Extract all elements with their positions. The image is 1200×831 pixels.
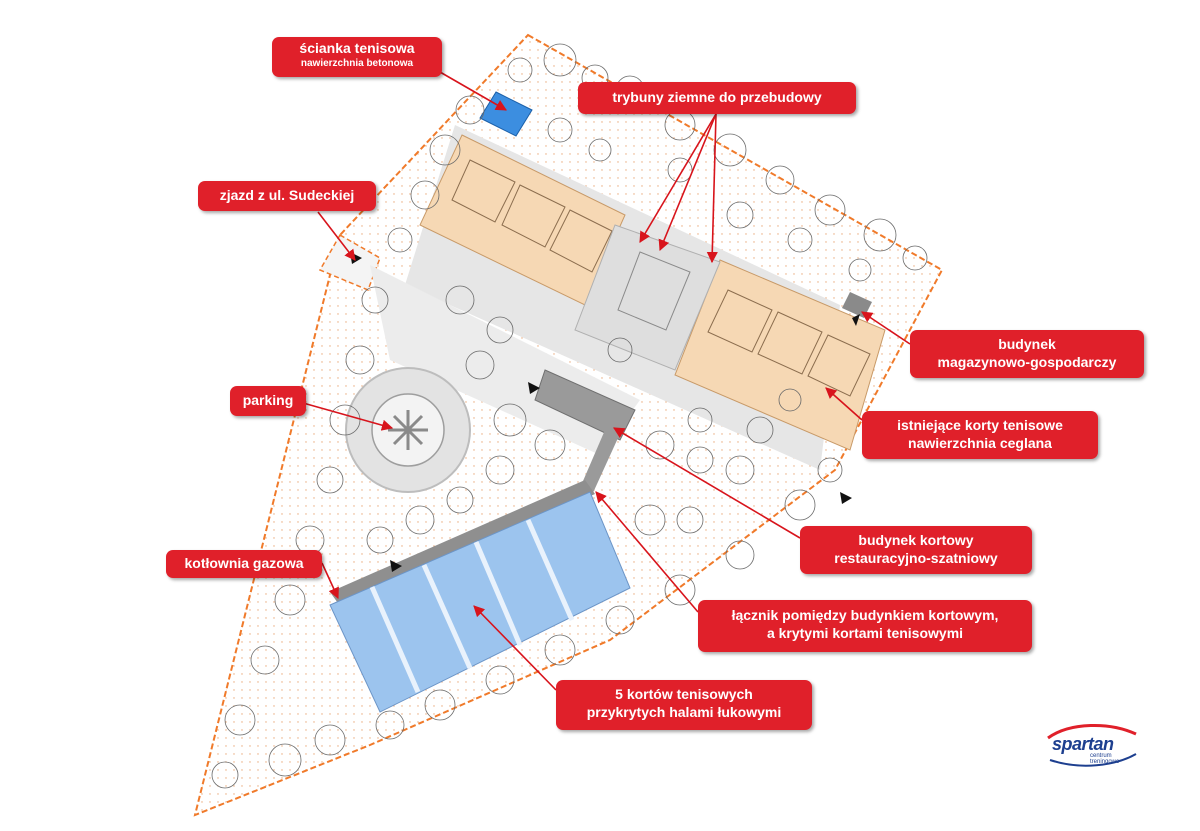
label-access-road: zjazd z ul. Sudeckiej [198,181,376,211]
clay-court-lines-east [707,289,871,397]
label-connector-line2: a krytymi kortami tenisowymi [766,624,964,641]
label-storage-building: budynek magazynowo-gospodarczy [910,330,1144,378]
entrance-marker-south [390,560,402,572]
label-covered-courts: 5 kortów tenisowych przykrytych halami ł… [556,680,812,730]
label-earth-stands-text: trybuny ziemne do przebudowy [612,89,822,105]
label-court-building-line1: budynek kortowy [858,532,974,548]
covered-court-separators [369,518,575,694]
label-boiler-room-text: kotłownia gazowa [184,555,304,571]
label-existing-courts-line1: istniejące korty tenisowe [897,417,1063,433]
label-existing-courts-line2: nawierzchnia ceglana [908,434,1052,451]
clay-court-lines-north [451,159,613,273]
label-parking-text: parking [242,392,294,408]
label-tennis-wall-surface: nawierzchnia betonowa [300,57,414,69]
label-connector: łącznik pomiędzy budynkiem kortowym, a k… [698,600,1032,652]
label-covered-courts-line1: 5 kortów tenisowych [615,686,753,702]
label-existing-courts: istniejące korty tenisowe nawierzchnia c… [862,411,1098,459]
label-parking: parking [230,386,306,416]
connector-gallery [330,480,595,606]
label-connector-line1: łącznik pomiędzy budynkiem kortowym, [731,607,999,623]
clay-courts-east [674,259,886,451]
earth-stands [574,224,721,371]
entrance-marker-east [840,492,852,504]
connector-corridor [580,430,618,495]
label-boiler-room: kotłownia gazowa [166,550,322,578]
label-storage-building-line1: budynek [998,336,1056,352]
stand-court [617,251,691,331]
entrance-marker-building [528,382,540,394]
label-tennis-wall-title: ścianka tenisowa [299,40,415,56]
label-covered-courts-line2: przykrytych halami łukowymi [586,703,782,720]
label-court-building-line2: restauracyjno-szatniowy [834,549,998,566]
parking-star [388,410,428,450]
leader-arrows [295,71,911,691]
logo-tagline: centrum treningowe [1090,753,1120,765]
label-tennis-wall: ścianka tenisowa nawierzchnia betonowa [272,37,442,77]
spartan-logo: spartan centrum treningowe [1040,720,1140,770]
court-building [534,369,636,441]
label-earth-stands: trybuny ziemne do przebudowy [578,82,856,114]
label-access-road-text: zjazd z ul. Sudeckiej [219,187,355,203]
tree-canopy [211,43,928,789]
site-entrance-area [318,233,381,291]
logo-swoosh-icon [1047,724,1137,767]
label-storage-building-line2: magazynowo-gospodarczy [937,353,1117,370]
label-court-building: budynek kortowy restauracyjno-szatniowy [800,526,1032,574]
entrance-marker-storage [852,314,860,326]
logo-wordmark: spartan [1052,734,1114,754]
